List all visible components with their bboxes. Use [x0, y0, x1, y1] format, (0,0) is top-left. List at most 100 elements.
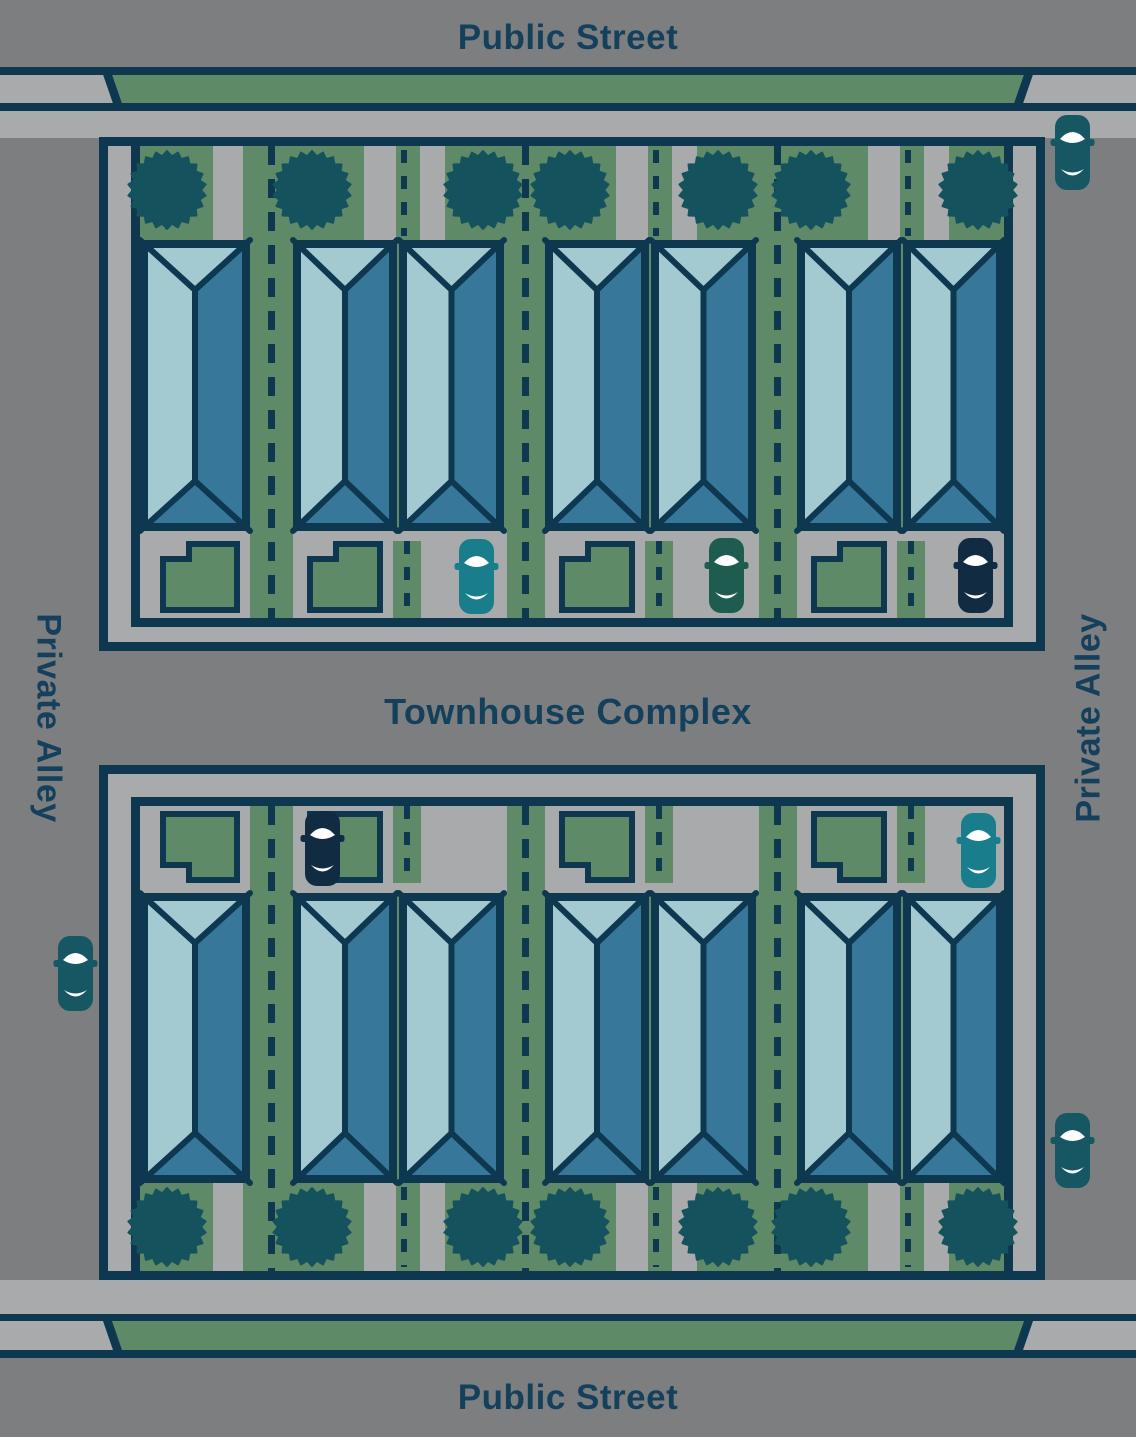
street-tree	[127, 1187, 207, 1267]
private-alley-right-label: Private Alley	[1069, 613, 1108, 823]
frontyard-dashes	[401, 150, 407, 236]
patch-step-notch	[160, 862, 192, 883]
backyard-patch	[307, 541, 383, 613]
rear-lane-strip	[645, 541, 673, 618]
street-tree	[771, 150, 851, 230]
parked-car	[953, 538, 998, 613]
townhouse-building	[542, 237, 652, 534]
rear-lane-dashes	[656, 541, 662, 618]
street-bottom-curb-line	[0, 1313, 1136, 1321]
townhouse-building	[290, 237, 400, 534]
parked-car	[454, 539, 499, 614]
townhouse-building	[396, 237, 507, 534]
parked-car	[300, 811, 345, 886]
street-tree	[530, 1187, 610, 1267]
street-tree	[938, 1187, 1018, 1267]
street-tree	[443, 1187, 523, 1267]
lane-dashes	[268, 146, 275, 618]
street-bottom-lane	[0, 1280, 1136, 1314]
street-tree	[443, 150, 523, 230]
street-bottom-median-grass	[109, 1321, 1027, 1350]
lane-dashes	[522, 806, 529, 1271]
rear-lane-strip	[897, 541, 925, 618]
rear-lane-dashes	[656, 806, 662, 883]
townhouse-building	[794, 890, 904, 1186]
public-street-top-label: Public Street	[457, 18, 679, 57]
patch-step-notch	[160, 541, 192, 562]
shared-lane	[507, 146, 545, 618]
backyard-patch	[559, 811, 635, 883]
rear-lane-strip	[645, 806, 673, 883]
frontyard-dashes	[401, 1187, 407, 1267]
townhouse-building	[137, 237, 253, 534]
frontyard-dashes	[905, 150, 911, 236]
street-top-lane	[0, 111, 1136, 138]
street-tree	[530, 150, 610, 230]
townhouse-building	[900, 237, 1007, 534]
backyard-patch	[160, 541, 240, 613]
backyard-patch	[160, 811, 240, 883]
townhouse-complex-label: Townhouse Complex	[384, 691, 752, 732]
front-walkway	[420, 146, 445, 240]
frontyard-dashes	[653, 150, 659, 236]
street-tree	[678, 150, 758, 230]
street-tree	[127, 150, 207, 230]
street-top-median-grass	[109, 75, 1027, 103]
street-top-median	[96, 75, 1040, 103]
frontyard-dashes	[653, 1187, 659, 1267]
front-walkway	[213, 146, 243, 240]
patch-step-notch	[307, 541, 339, 562]
front-walkway	[420, 1183, 445, 1271]
townhouse-building	[137, 890, 253, 1186]
rear-lane-strip	[897, 806, 925, 883]
townhouse-building	[794, 237, 904, 534]
shared-lane	[507, 806, 545, 1271]
shared-lane	[250, 146, 293, 618]
backyard-patch	[811, 541, 887, 613]
townhouse-building	[648, 237, 759, 534]
shared-lane	[250, 806, 293, 1271]
street-tree	[272, 150, 352, 230]
street-tree	[678, 1187, 758, 1267]
rear-lane-dashes	[908, 541, 914, 618]
townhouse-building	[542, 890, 652, 1186]
street-top-curb-line	[0, 67, 1136, 76]
front-walkway	[364, 1183, 396, 1271]
patch-step-notch	[559, 541, 591, 562]
parked-car	[1050, 1113, 1095, 1188]
townhouse-building	[396, 890, 507, 1186]
street-tree	[272, 1187, 352, 1267]
front-walkway	[213, 1183, 243, 1271]
parked-car	[53, 936, 98, 1011]
lane-dashes	[522, 146, 529, 618]
rear-lane-strip	[393, 541, 421, 618]
rear-lane-strip	[393, 806, 421, 883]
townhouse-building	[900, 890, 1007, 1186]
lane-dashes	[774, 146, 781, 618]
townhouse-building	[648, 890, 759, 1186]
patch-step-notch	[811, 862, 843, 883]
rear-lane-dashes	[908, 806, 914, 883]
frontyard-dashes	[905, 1187, 911, 1267]
townhouse-building	[290, 890, 400, 1186]
front-walkway	[616, 146, 648, 240]
rear-lane-dashes	[404, 806, 410, 883]
parked-car	[1050, 115, 1095, 190]
street-tree	[938, 150, 1018, 230]
front-walkway	[868, 1183, 900, 1271]
block-north-lot	[127, 137, 1018, 627]
block-south-grounds	[127, 797, 1018, 1280]
block-south-lot	[127, 797, 1018, 1280]
backyard-patch	[811, 811, 887, 883]
backyard-patch	[559, 541, 635, 613]
lane-dashes	[268, 806, 275, 1271]
block-north-grounds	[127, 137, 1018, 627]
private-alley-left-label: Private Alley	[29, 613, 68, 823]
parked-car	[956, 813, 1001, 888]
shared-lane	[759, 806, 797, 1271]
street-bottom-median	[96, 1321, 1040, 1350]
patch-step-notch	[811, 541, 843, 562]
street-tree	[771, 1187, 851, 1267]
shared-lane	[759, 146, 797, 618]
parked-car	[704, 538, 749, 613]
